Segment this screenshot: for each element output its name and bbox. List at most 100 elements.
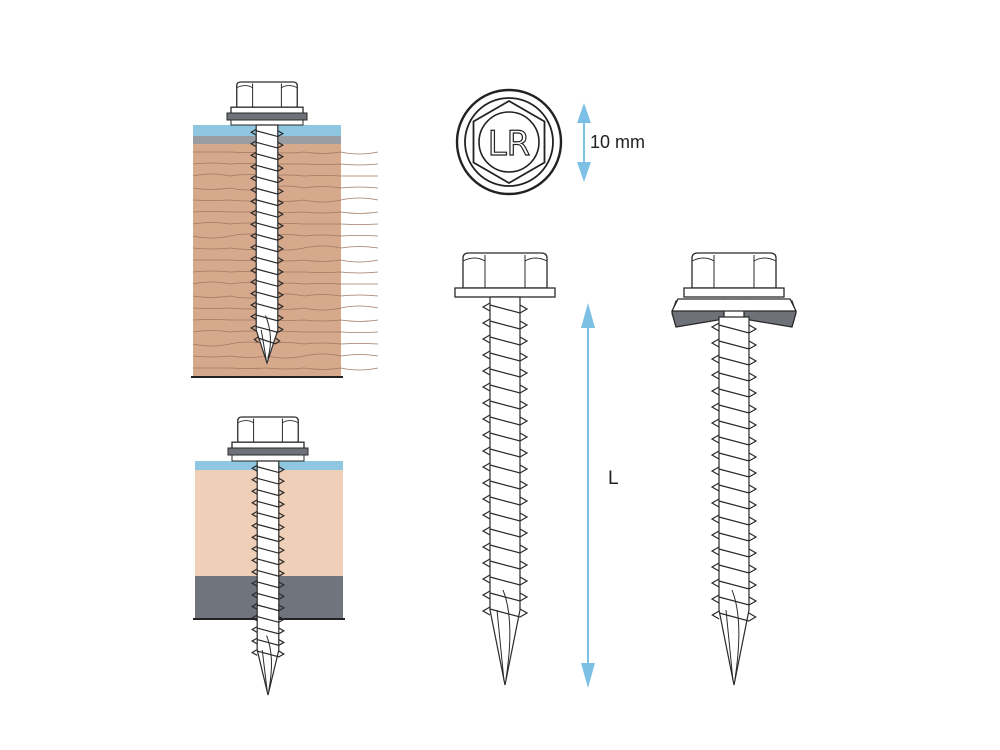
thread-turn xyxy=(481,574,529,586)
thread-turn xyxy=(249,313,285,322)
grain-line xyxy=(192,281,378,285)
hex-head xyxy=(691,252,777,289)
grain-line xyxy=(192,173,378,177)
thread-turn xyxy=(710,546,758,558)
grain-line xyxy=(192,270,379,274)
dim-arrow-down xyxy=(577,162,591,182)
grain-line xyxy=(192,293,379,299)
thread-turn xyxy=(710,402,758,414)
thread-turn xyxy=(250,556,286,566)
thread-turn xyxy=(249,255,285,264)
grain-line xyxy=(192,211,379,214)
thread-turn xyxy=(250,545,286,554)
thread-turn xyxy=(710,370,758,382)
shank xyxy=(718,316,750,686)
head-size-label: 10 mm xyxy=(590,132,645,152)
hex-chamfer xyxy=(236,85,298,89)
thread-turn xyxy=(250,464,286,474)
screw-side-view xyxy=(454,252,556,686)
thread-turn xyxy=(253,336,281,345)
head-logo-text: LR xyxy=(488,124,531,164)
hex-head xyxy=(462,252,548,289)
length-arrow-down xyxy=(581,663,595,688)
head-size-dimension: 10 mm xyxy=(577,103,645,182)
grain-line xyxy=(192,151,379,155)
thread-turn xyxy=(710,434,758,446)
thread-turn xyxy=(481,334,529,346)
thread-turn xyxy=(249,151,285,161)
shank xyxy=(489,296,521,686)
thread-turn xyxy=(481,526,529,538)
thread-turn xyxy=(481,318,529,330)
thread-turn xyxy=(710,338,758,350)
thread-turn xyxy=(481,366,529,378)
thread-turn xyxy=(250,637,286,646)
grain-line xyxy=(192,330,379,333)
tip-cut xyxy=(261,635,272,693)
thread-turn xyxy=(481,446,529,458)
thread-turn xyxy=(481,398,529,410)
hex-chamfer xyxy=(691,257,777,262)
thread-turn xyxy=(710,450,758,462)
thread-turn xyxy=(481,382,529,394)
thread-turn xyxy=(481,462,529,474)
grain-line xyxy=(192,245,379,251)
thread-turn xyxy=(250,522,286,531)
thread-turn xyxy=(481,302,529,314)
thread-turn xyxy=(249,243,285,253)
steel-installation-view xyxy=(193,416,345,696)
screw-with-washer-side-view xyxy=(670,252,798,686)
washer-seat xyxy=(231,454,305,462)
thread-turn xyxy=(250,603,286,612)
hex-head xyxy=(236,81,298,108)
hex-chamfer xyxy=(237,420,299,424)
thread-turn xyxy=(481,478,529,490)
washer-seat xyxy=(230,119,304,126)
thread-turn xyxy=(710,322,758,334)
screw-through-steel xyxy=(227,416,309,696)
hex-head xyxy=(237,416,299,443)
screw-in-wood xyxy=(226,81,308,365)
thread-turn xyxy=(250,614,286,623)
thread-turn xyxy=(249,324,285,334)
grain-line xyxy=(193,259,379,263)
thread-turn xyxy=(250,476,286,485)
hex-chamfer xyxy=(462,257,548,262)
thread-turn xyxy=(481,494,529,506)
thread-turn xyxy=(711,610,757,622)
grain-line xyxy=(192,319,379,322)
thread-turn xyxy=(249,197,285,207)
grain-line xyxy=(193,367,379,371)
thread-turn xyxy=(481,558,529,570)
thread-turn xyxy=(710,530,758,542)
thread-turn xyxy=(481,542,529,554)
thread-turn xyxy=(710,466,758,478)
thread-turn xyxy=(710,578,758,590)
thread-turn xyxy=(710,594,758,606)
tip-cut xyxy=(496,589,511,682)
thread-turn xyxy=(249,174,285,184)
thread-turn xyxy=(481,350,529,362)
thread-turn xyxy=(250,591,286,600)
thread-turn xyxy=(249,163,285,172)
wood-grain xyxy=(192,151,379,371)
tip-cut xyxy=(260,315,271,361)
flange xyxy=(454,287,556,298)
thread-turn xyxy=(249,232,285,241)
grain-line xyxy=(192,197,379,203)
thread-turn xyxy=(710,418,758,430)
screw-head-top-view: LR xyxy=(455,88,563,196)
thread-turn xyxy=(250,487,286,497)
shank xyxy=(256,460,280,696)
thread-turn xyxy=(710,498,758,510)
thread-turn xyxy=(481,606,529,618)
thread-turn xyxy=(250,579,286,589)
thread-turn xyxy=(249,128,285,138)
length-arrow-up xyxy=(581,303,595,328)
washer-top xyxy=(670,298,798,312)
wood-installation-view xyxy=(191,81,379,378)
thread-turn xyxy=(249,301,285,310)
tip-cut xyxy=(725,589,740,682)
thread-turn xyxy=(250,649,286,658)
